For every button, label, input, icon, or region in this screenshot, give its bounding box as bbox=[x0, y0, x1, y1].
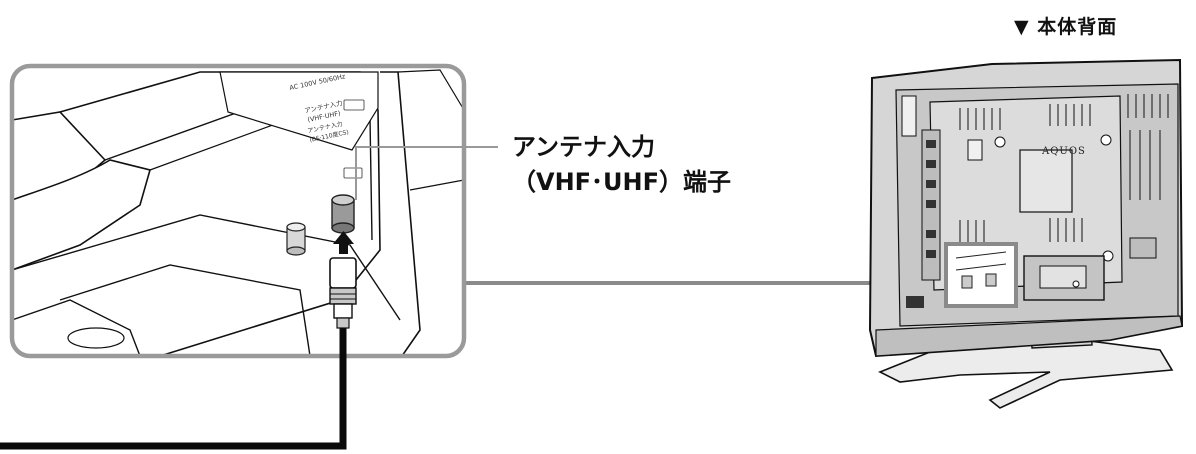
callout-leader-line bbox=[355, 146, 498, 200]
tv-antenna-terminal-highlight bbox=[944, 242, 1018, 308]
tv-rear-view: AQUOS bbox=[868, 58, 1184, 409]
terminal-label-plate bbox=[219, 71, 379, 151]
antenna-terminal-callout: アンテナ入力 （VHF･UHF）端子 bbox=[512, 130, 731, 200]
tv-brand-logo: AQUOS bbox=[1041, 146, 1086, 157]
antenna-cable bbox=[0, 328, 347, 450]
callout-line-2: （VHF･UHF）端子 bbox=[512, 168, 732, 196]
rear-view-label: ▼ 本体背面 bbox=[1014, 16, 1118, 38]
insert-arrow-icon bbox=[333, 231, 354, 254]
callout-line-1: アンテナ入力 bbox=[512, 133, 656, 161]
vhf-uhf-terminal bbox=[331, 194, 355, 234]
zoom-panel: AC 100V 50/60Hz アンテナ入力 (VHF·UHF) アンテナ入力 … bbox=[9, 63, 467, 359]
antenna-cable-plug bbox=[329, 257, 357, 329]
bs-cs-terminal bbox=[286, 222, 306, 256]
